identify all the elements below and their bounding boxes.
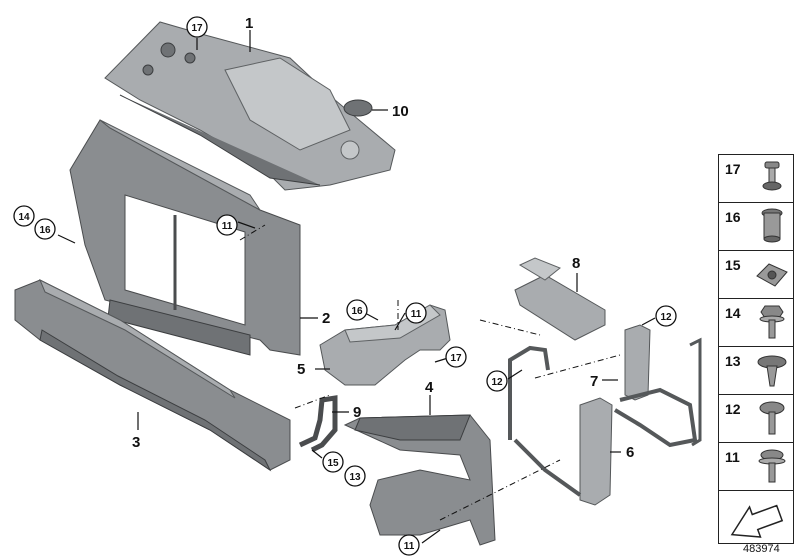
expanding-nut-icon [761,208,783,243]
part-9-bracket[interactable] [298,395,338,453]
part-3-lower-air-duct[interactable] [14,278,291,472]
expanding-rivet-icon [757,355,787,387]
leader-lines [57,30,656,544]
legend-item-17[interactable]: 17 [719,155,793,203]
legend-number: 17 [725,161,741,177]
part-5-air-guide[interactable] [319,304,451,386]
callout-11-frame: 11 [222,221,233,232]
part-7-bracket[interactable] [613,324,702,448]
hex-bolt-washer-icon [759,305,785,339]
callout-17-top: 17 [191,23,203,34]
callout-1: 1 [245,15,253,32]
callout-7: 7 [590,373,598,390]
callout-3: 3 [132,434,140,451]
callout-8: 8 [572,255,580,272]
legend-number: 14 [725,305,741,321]
callout-16-center: 16 [351,306,363,317]
callout-5: 5 [297,361,305,378]
legend-number: 13 [725,353,741,369]
legend-item-12[interactable]: 12 [719,395,793,443]
callout-12-left: 12 [491,377,503,388]
document-number: 483974 [743,543,780,555]
legend-number: 15 [725,257,741,273]
part-6-side-bracket[interactable] [508,345,613,506]
callout-12-right: 12 [660,312,672,323]
legend-item-13[interactable]: 13 [719,347,793,395]
spring-nut-icon [756,263,788,287]
forward-arrow-icon [730,504,784,538]
legend-number: 11 [725,449,740,465]
callout-16-left: 16 [39,225,51,236]
part-10-plug[interactable] [343,99,373,117]
torx-screw-washer-icon [758,449,786,483]
callout-4: 4 [425,379,434,396]
plain-callouts: 1 10 2 3 5 4 9 8 7 6 [132,15,634,461]
torx-screw-icon [759,401,785,435]
callout-14: 14 [18,212,30,223]
legend-item-15[interactable]: 15 [719,251,793,299]
part-2-front-carrier[interactable] [69,119,301,356]
legend-number: 12 [725,401,741,417]
callout-6: 6 [626,444,634,461]
callout-11-bottom: 11 [404,541,415,552]
callout-9: 9 [353,404,361,421]
callout-2: 2 [322,310,330,327]
legend-item-14[interactable]: 14 [719,299,793,347]
legend-item-16[interactable]: 16 [719,203,793,251]
callout-11-center: 11 [411,309,422,320]
legend-direction [719,491,793,543]
callout-17-center: 17 [450,353,462,364]
callout-13: 13 [349,472,361,483]
legend-item-11[interactable]: 11 [719,443,793,491]
part-1-upper-cover[interactable] [104,21,396,191]
circled-callouts: 17 14 16 11 16 11 17 15 13 12 12 11 [13,16,677,556]
callout-15: 15 [327,458,339,469]
part-8-bracket[interactable] [514,257,606,341]
callout-10: 10 [392,103,409,120]
legend-number: 16 [725,209,741,225]
screw-grommet-icon [762,161,782,191]
fastener-legend: 17 16 15 14 13 [718,154,794,544]
part-4-side-air-duct[interactable] [343,414,496,546]
